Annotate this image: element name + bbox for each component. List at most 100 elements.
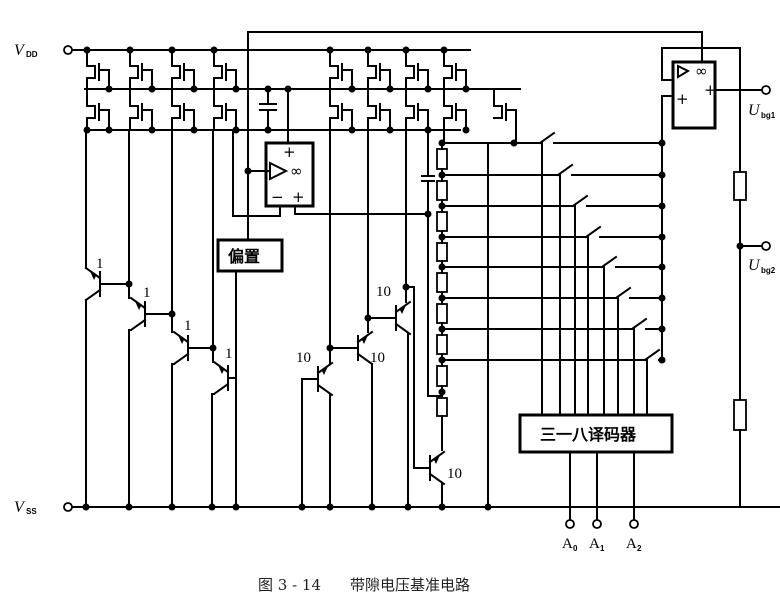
pmos-transistor-upper [171,49,181,90]
bjt-q2: 1 [129,285,151,332]
vdd-terminal[interactable] [63,45,73,55]
ladder-resistor [436,303,448,324]
a2-label: A [626,536,637,552]
junction-dot [190,85,198,93]
a0-label-sub: 0 [573,544,578,553]
vss-terminal[interactable] [63,502,73,512]
junction-dot [438,503,446,511]
emitter-arrow-icon [434,453,441,464]
junction-dot [424,210,432,218]
emitter-arrow-icon [400,303,407,314]
bjt-q6: 10 [356,330,385,366]
decoder-block: 三一八译码器 A 0 A 1 A 2 [518,413,674,553]
pmos-transistor-lower [171,88,181,131]
junction-dot [386,85,394,93]
junction-dot [232,503,240,511]
minus-input-label: − [271,188,284,206]
compensation-capacitor [259,85,277,134]
vss-label-sub: SS [26,507,37,516]
junction-dot [168,503,176,511]
pmos-cascode-pair [364,46,394,134]
analog-switch [630,317,648,331]
transistor-ratio-label: 10 [370,350,385,366]
pmos-transistor-lower [329,88,339,131]
emitter-arrow-icon [134,299,141,310]
output-divider: U bg2 [733,89,776,508]
ubg1-terminal[interactable] [761,85,771,95]
bias-label: 偏置 [228,247,260,266]
pmos-cascode-pair [83,46,113,134]
transistor-ratio-label: 10 [447,466,462,482]
junction-dot [232,85,240,93]
pmos-transistor-upper [86,49,96,90]
figure-number: 图 3 - 14 [258,576,321,594]
output-buffer-amplifier: ∞ + + U bg1 [661,47,776,144]
a0-terminal[interactable] [565,519,575,529]
ladder-resistor [436,334,448,355]
decoder-label: 三一八译码器 [540,425,637,444]
a2-terminal[interactable] [629,519,639,529]
pmos-transistor-lower [405,88,415,131]
pmos-cascode-pair [440,46,470,134]
vdd-label: V [14,42,26,59]
pmos-transistor-upper [367,49,377,90]
transistor-ratio-label: 1 [143,285,151,301]
vdd-label-sub: DD [26,50,38,59]
analog-switch [556,163,574,177]
bjt-q5: 10 [296,350,334,397]
amplifier-triangle-icon [677,64,691,79]
junction-dot [368,503,376,511]
junction-dot [404,503,412,511]
transistor-ratio-label: 1 [225,346,233,362]
junction-dot [462,85,470,93]
pmos-transistor-lower [86,88,96,131]
pmos-cascode-pair [168,46,198,134]
plus-input-label-2: + [292,188,305,206]
bjt-q3: 1 [172,318,192,366]
pmos-transistor-upper [213,49,223,90]
junction-dot [82,503,90,511]
junction-dot [348,85,356,93]
transistor-ratio-label: 1 [184,318,192,334]
pmos-transistor-upper [443,49,453,90]
output-plus-label: + [704,81,717,99]
vss-label: V [14,499,26,516]
pmos-cascode-pair [210,46,240,134]
pmos-transistor-lower [367,88,377,131]
bjt-q1: 1 [84,256,104,302]
ladder-resistor [436,365,448,387]
bias-block: 偏置 [216,229,284,508]
ubg2-terminal[interactable] [761,241,771,251]
emitter-arrow-icon [89,269,96,280]
ubg1-label-sub: bg1 [761,111,776,120]
a1-label: A [589,536,600,552]
a2-label-sub: 2 [637,544,642,553]
analog-switch [571,194,589,208]
emitter-arrow-icon [362,333,369,344]
ladder-resistor [436,272,448,293]
junction-dot [386,126,394,134]
emitter-arrow-icon [322,364,329,375]
pmos-cascode-pair [126,46,156,134]
bjt-q8: 10 [428,450,462,486]
a0-label: A [562,536,573,552]
ladder-resistor [436,397,448,417]
a1-terminal[interactable] [592,519,602,529]
pmos-transistor-lower [129,88,139,131]
resistor-ladder [421,95,666,451]
junction-dot [148,126,156,134]
pmos-transistor-lower [213,88,223,131]
plus-input-label-3: + [676,90,689,108]
plus-input-label: + [283,143,296,161]
error-amplifier: ∞ + − + [232,85,429,217]
pmos-cascode-pair [402,46,432,134]
junction-dot [148,85,156,93]
ladder-resistor [436,148,448,170]
emitter-arrow-icon [177,333,184,344]
pmos-cascode-pair [326,46,356,134]
pmos-transistor-upper [329,49,339,90]
amplifier-triangle-icon [269,161,289,181]
transistor-ratio-label: 10 [296,350,311,366]
